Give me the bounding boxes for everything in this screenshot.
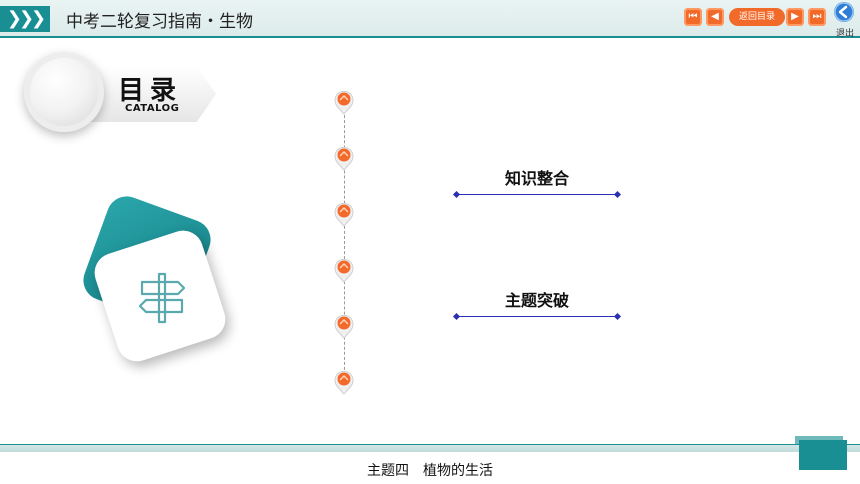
footer-band [0,444,860,452]
orange-pin-icon [334,146,354,171]
catalog-subtitle: CATALOG [125,103,180,114]
orange-pin-icon [334,314,354,339]
signpost-icon [138,272,186,324]
menu-item-label: 主题突破 [504,291,569,310]
next-page-button[interactable]: ▶ [786,8,804,26]
exit-label: 退出 [835,29,854,39]
orange-pin-icon [334,258,354,283]
menu-item-topic-breakthrough[interactable]: 主题突破 [456,287,618,317]
orange-pin-icon [334,90,354,115]
last-page-button[interactable]: ⏭ [808,8,826,26]
prev-page-icon: ◀ [711,11,719,22]
footer-tab [795,436,847,470]
menu-item-knowledge-integration[interactable]: 知识整合 [456,165,618,195]
exit-button[interactable] [834,2,854,22]
menu-underline [456,316,618,317]
timeline-line [344,100,345,385]
page-title: 中考二轮复习指南・生物 [66,12,253,32]
first-page-button[interactable]: ⏮ [684,8,702,26]
prev-page-button[interactable]: ◀ [706,8,724,26]
chevrons-icon: ❯❯❯ [0,6,50,32]
return-to-catalog-button[interactable]: 返回目录 [729,8,785,26]
last-page-icon: ⏭ [812,11,822,22]
orange-pin-icon [334,202,354,227]
first-page-icon: ⏮ [688,11,698,22]
orange-pin-icon [334,370,354,395]
back-arrow-icon [834,2,854,22]
footer-topic-label: 主题四 植物的生活 [367,463,493,479]
menu-item-label: 知识整合 [504,169,569,188]
catalog-circle [24,52,104,132]
menu-underline [456,194,618,195]
next-page-icon: ▶ [791,11,799,22]
catalog-title: 目录 [118,76,183,106]
